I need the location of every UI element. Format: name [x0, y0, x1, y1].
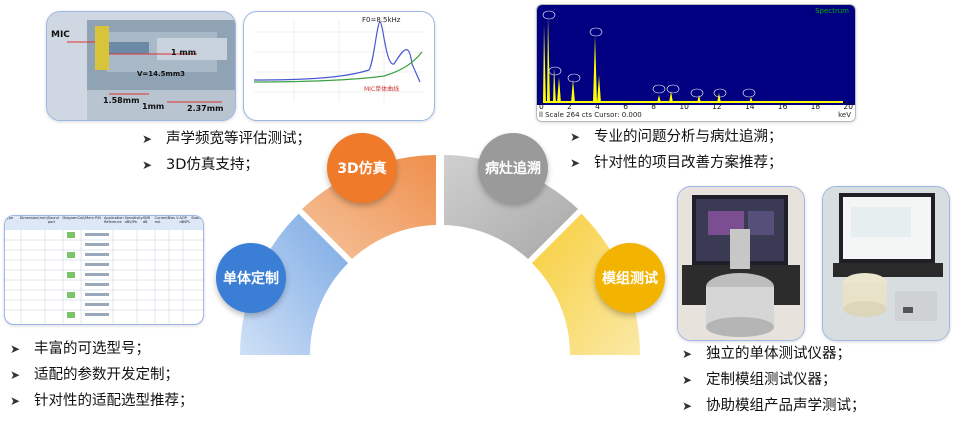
stage-diag: 病灶追溯 [478, 133, 548, 203]
bullet-item: 丰富的可选型号； [6, 336, 194, 362]
table-header: Bias V [167, 216, 179, 220]
test-instrument-photo-2 [822, 186, 950, 341]
product-selection-table: Type Dimension(mm) Sound port Diagram Co… [4, 215, 204, 325]
spectrum-title: Spectrum [815, 7, 849, 15]
table-header-row: Type Dimension(mm) Sound port Diagram Co… [5, 216, 203, 230]
test-instrument-photo-1 [677, 186, 805, 341]
stage-sim: 3D仿真 [327, 133, 397, 203]
table-header: Current mA [154, 216, 168, 224]
tick: 6 [623, 102, 628, 111]
bullet-item: 针对性的适配选型推荐； [6, 388, 194, 414]
tick: 20 [843, 102, 853, 111]
cad-dim-237: 2.37mm [187, 104, 224, 113]
tick: 2 [567, 102, 572, 111]
table-header: Sensitivity dBV/Pa [124, 216, 143, 224]
table-header: AOP dBSPL [179, 216, 191, 224]
tick: 0 [539, 102, 544, 111]
cad-dim-1mm: 1 mm [171, 48, 197, 57]
bullets-bottom-right: 独立的单体测试仪器； 定制模组测试仪器； 协助模组产品声学测试； [678, 341, 866, 419]
frequency-plot [253, 20, 424, 102]
table-body [5, 230, 203, 324]
bullet-item: 协助模组产品声学测试； [678, 393, 866, 419]
bullet-item: 针对性的项目改善方案推荐； [566, 150, 783, 176]
tick: 4 [595, 102, 600, 111]
spectrum-footer: ll Scale 264 cts Cursor: 0.000 [539, 111, 642, 119]
table-header: Status [191, 216, 203, 220]
tick: 8 [651, 102, 657, 111]
table-header: Dimension(mm) [19, 216, 48, 220]
frequency-response-chart: F0=8.5kHz MIC单体曲线 [243, 11, 435, 121]
spectrum-panel: Spectrum 0 2 4 6 8 10 12 14 16 18 20 ll … [536, 4, 856, 122]
bullet-item: 独立的单体测试仪器； [678, 341, 866, 367]
table-header: SNR dB [142, 216, 151, 224]
bullet-item: 3D仿真支持； [138, 152, 311, 178]
table-header: Coil/Mem P/N [77, 216, 101, 220]
arc-segment-diag [444, 155, 578, 259]
cad-dim-1mm-b: 1mm [142, 102, 165, 111]
tick: 18 [810, 102, 821, 111]
table-header: Type [5, 216, 14, 220]
table-header: Application Reference [104, 216, 124, 224]
bullet-item: 适配的参数开发定制； [6, 362, 194, 388]
spectrum-x-ticks: 0 2 4 6 8 10 12 14 16 18 20 [539, 102, 853, 111]
tick: 14 [744, 102, 755, 111]
cad-dim-158: 1.58mm [103, 96, 140, 105]
spectrum-plot [537, 5, 855, 121]
frequency-legend: MIC单体曲线 [364, 86, 400, 93]
photo-instrument-laptop [678, 187, 804, 340]
table-header: Diagram [62, 216, 78, 220]
arc-segment-test [531, 213, 640, 355]
bullet-item: 声学频宽等评估测试； [138, 126, 311, 152]
spectrum-unit: keV [838, 111, 851, 119]
bullets-bottom-left: 丰富的可选型号； 适配的参数开发定制； 针对性的适配选型推荐； [6, 336, 194, 414]
bullet-item: 定制模组测试仪器； [678, 367, 866, 393]
cad-volume: V=14.5mm3 [137, 70, 186, 78]
tick: 16 [777, 102, 788, 111]
bullets-top-right: 专业的问题分析与病灶追溯； 针对性的项目改善方案推荐； [566, 124, 783, 176]
stage-test: 模组测试 [595, 243, 665, 313]
bullet-item: 专业的问题分析与病灶追溯； [566, 124, 783, 150]
stage-unit: 单体定制 [216, 243, 286, 313]
tick: 12 [712, 102, 722, 111]
frequency-annotation: F0=8.5kHz [362, 16, 401, 24]
photo-module-tester [823, 187, 949, 340]
cad-label-mic: MIC [51, 30, 70, 40]
cad-section-image: MIC 1 mm V=14.5mm3 1.58mm 1mm 2.37mm [46, 11, 236, 121]
bullets-top-left: 声学频宽等评估测试； 3D仿真支持； [138, 126, 311, 178]
arc-segment-unit [240, 213, 349, 355]
cad-drawing [47, 12, 235, 120]
arc-segment-sim [302, 155, 436, 259]
table-header: Sound port [47, 216, 59, 224]
tick: 10 [679, 102, 689, 111]
